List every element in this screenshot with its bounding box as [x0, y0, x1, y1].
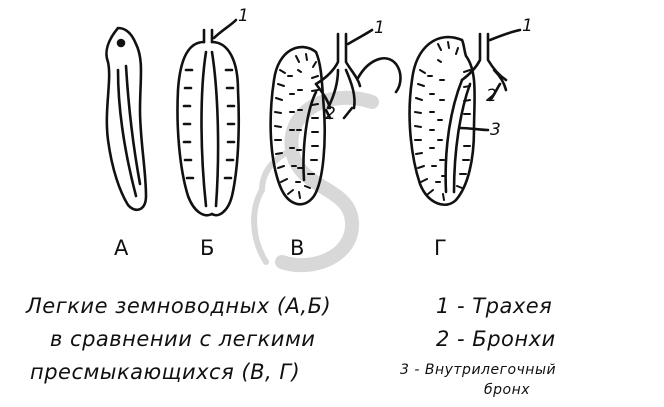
panel-label-b: Б	[200, 236, 215, 260]
lung-a-outline	[105, 26, 148, 212]
legend-item-2: 2 - Бронхи	[436, 327, 556, 351]
lung-g-cells	[414, 41, 471, 201]
lung-b-outline	[176, 18, 241, 217]
callout-g-trachea: 1	[522, 16, 534, 36]
caption-line-1: Легкие земноводных (А,Б)	[26, 294, 332, 318]
callout-g-intrapulmonary: 3	[490, 120, 502, 140]
callout-v-bronchi: 2	[325, 104, 337, 124]
legend-item-3-line-1: 3 - Внутрилегочный	[400, 362, 557, 378]
lung-v-outline	[269, 28, 402, 206]
caption-line-3: пресмыкающихся (В, Г)	[30, 360, 301, 384]
lung-v-cells	[274, 53, 319, 199]
lung-g-outline	[408, 28, 522, 206]
legend-item-3-line-2: бронх	[484, 382, 531, 398]
panel-label-a: А	[114, 236, 129, 260]
caption-line-2: в сравнении с легкими	[50, 327, 316, 351]
callout-g-bronchi: 2	[486, 86, 498, 106]
callout-b-trachea: 1	[238, 6, 250, 26]
panel-label-g: Г	[434, 236, 448, 260]
panel-label-v: В	[290, 236, 305, 260]
legend-item-1: 1 - Трахея	[436, 294, 553, 318]
callout-v-trachea: 1	[374, 18, 386, 38]
